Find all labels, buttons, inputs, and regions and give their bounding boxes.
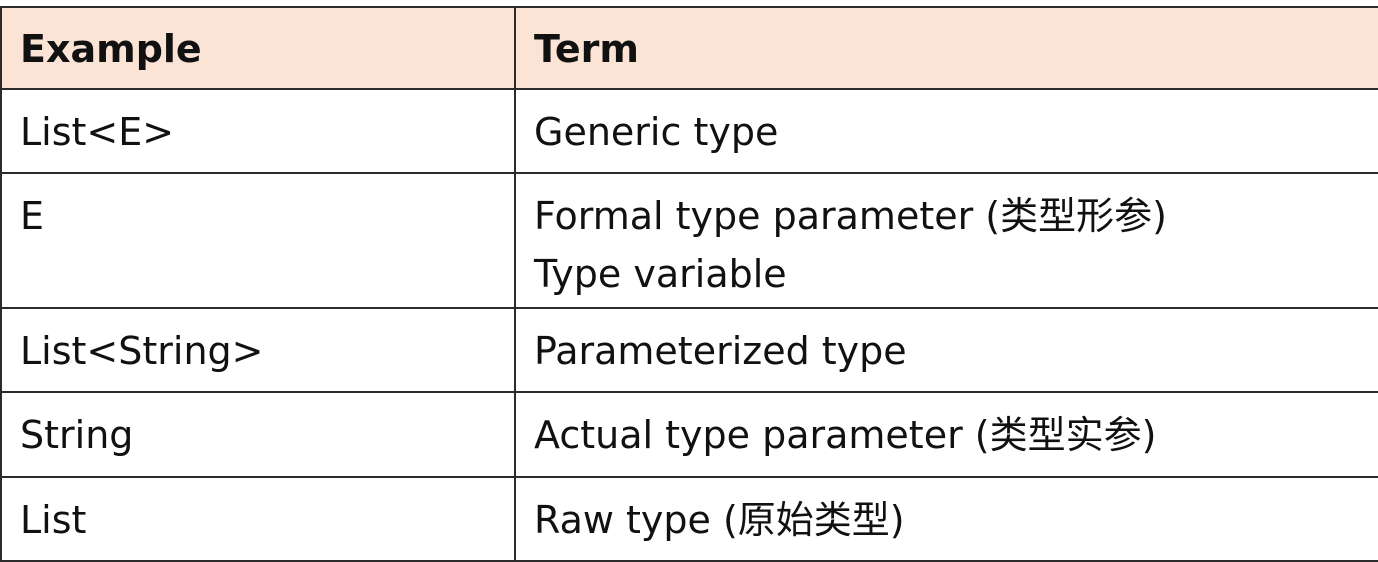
term-cell: Formal type parameter (类型形参) Type variab…: [514, 172, 1378, 309]
term-line: Raw type (原始类型): [534, 497, 905, 542]
terminology-table: Example Term List<E> Generic type E Form…: [0, 6, 1378, 562]
term-line: Parameterized type: [534, 328, 907, 373]
example-cell: List: [0, 475, 516, 562]
term-line: Generic type: [534, 110, 779, 154]
table-row: List<String> Parameterized type: [0, 306, 1378, 394]
table-row: List<E> Generic type: [0, 87, 1378, 175]
example-cell: String: [0, 391, 516, 478]
example-cell: List<String>: [0, 306, 516, 394]
term-line: Formal type parameter (类型形参): [534, 194, 1167, 239]
table-row: List Raw type (原始类型): [0, 475, 1378, 562]
example-cell: List<E>: [0, 87, 516, 175]
term-line: Type variable: [534, 252, 787, 297]
header-term: Term: [514, 6, 1378, 90]
header-example: Example: [0, 6, 516, 90]
term-cell: Actual type parameter (类型实参): [514, 391, 1378, 478]
example-cell: E: [0, 172, 516, 309]
term-cell: Parameterized type: [514, 306, 1378, 394]
term-cell: Raw type (原始类型): [514, 475, 1378, 562]
table-row: String Actual type parameter (类型实参): [0, 391, 1378, 478]
term-cell: Generic type: [514, 87, 1378, 175]
table-row: E Formal type parameter (类型形参) Type vari…: [0, 172, 1378, 309]
table-header-row: Example Term: [0, 6, 1378, 90]
term-line: Actual type parameter (类型实参): [534, 413, 1157, 458]
